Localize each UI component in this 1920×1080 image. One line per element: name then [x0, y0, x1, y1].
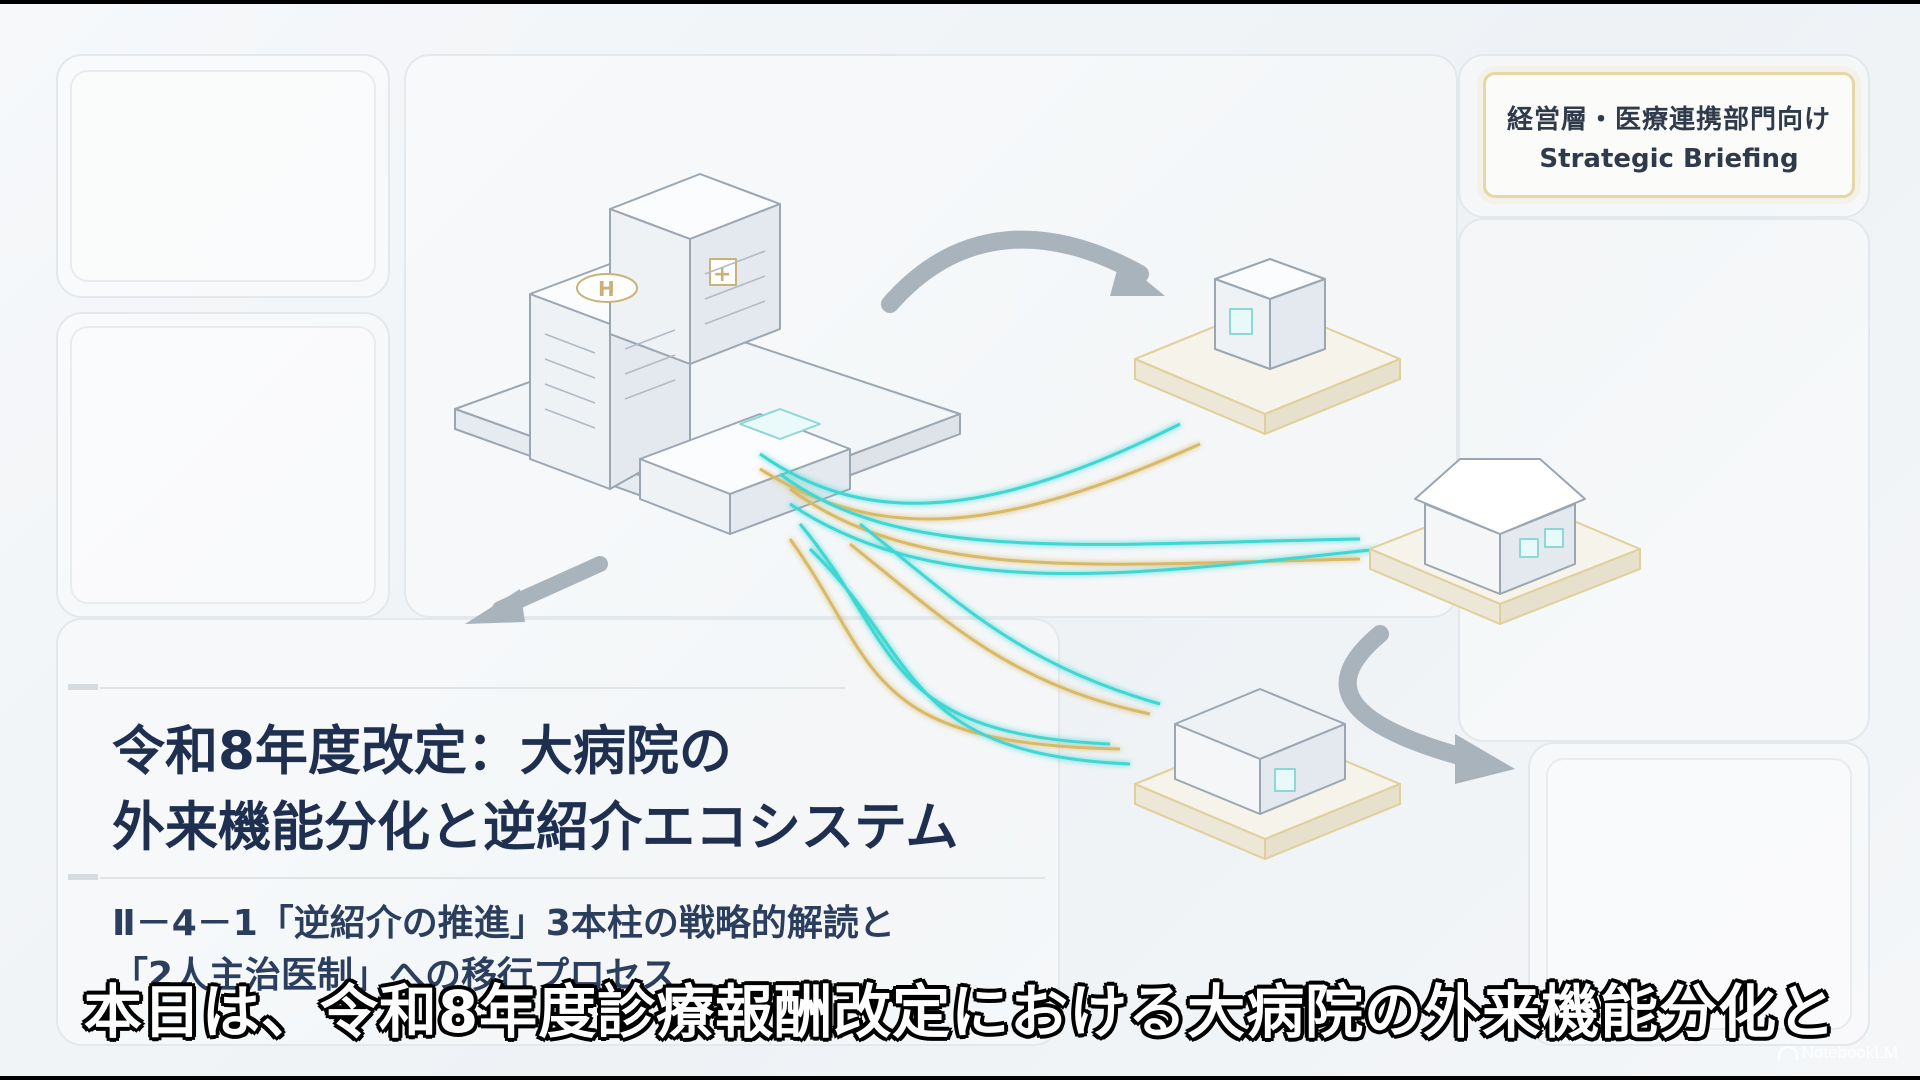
badge-audience-label: 経営層・医療連携部門向け [1506, 105, 1831, 135]
hospital-icon: H + [454, 173, 961, 535]
arrow-outward-left [465, 556, 608, 624]
frame-panel-right-bottom-inner [1546, 758, 1852, 1030]
referral-flow-lines [759, 422, 1381, 766]
page-subtitle-line2: 「2人主治医制」への移行プロセス [112, 955, 678, 996]
badge-briefing-label: Strategic Briefing [1539, 144, 1799, 174]
title-top-tick [68, 684, 98, 690]
title-bottom-rule [100, 877, 1045, 879]
page-subtitle: Ⅱ－4－1「逆紹介の推進」3本柱の戦略的解読と 「2人主治医制」への移行プロセス [112, 898, 895, 1002]
frame-panel-left-mid [56, 312, 390, 618]
watermark: NotebookLM [1777, 1043, 1898, 1063]
arrow-to-clinic-top [881, 230, 1165, 313]
svg-text:H: H [598, 277, 615, 301]
slide: H + [0, 4, 1920, 1076]
title-bottom-tick [68, 874, 98, 880]
page-title-line1: 令和8年度改定：大病院の [112, 721, 732, 782]
frame-panel-left-top-inner [70, 70, 376, 282]
arrow-to-bottom-right [1338, 625, 1515, 784]
ecosystem-illustration: H + [454, 173, 1641, 860]
house-clinic-icon [1369, 458, 1641, 625]
page-title: 令和8年度改定：大病院の 外来機能分化と逆紹介エコシステム [112, 714, 958, 866]
clinic-icon [1134, 258, 1401, 435]
frame-panel-right-bottom [1528, 742, 1870, 1046]
audience-badge: 経営層・医療連携部門向け Strategic Briefing [1483, 72, 1855, 198]
title-top-rule [100, 687, 845, 689]
svg-text:+: + [713, 262, 731, 287]
frame-panel-left-mid-inner [70, 326, 376, 604]
watermark-label: NotebookLM [1801, 1043, 1898, 1062]
page-title-line2: 外来機能分化と逆紹介エコシステム [112, 797, 959, 858]
clinic-bottom-icon [1134, 688, 1401, 860]
page-subtitle-line1: Ⅱ－4－1「逆紹介の推進」3本柱の戦略的解読と [112, 903, 895, 944]
subtitle-caption: 本日は、令和8年度診療報酬改定における大病院の外来機能分化と [83, 978, 1837, 1046]
frame-panel-left-top [56, 54, 390, 298]
notebooklm-logo-icon [1777, 1046, 1798, 1060]
